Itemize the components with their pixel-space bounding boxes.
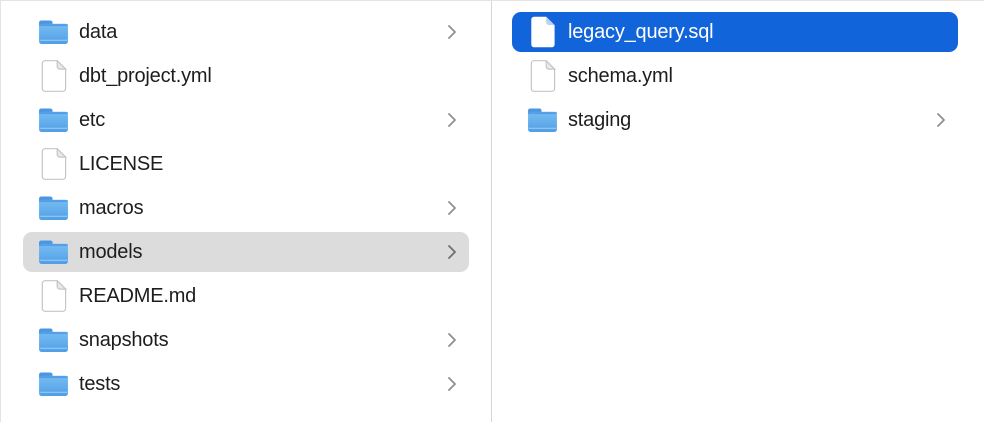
file-name: tests	[79, 372, 121, 395]
chevron-right-icon	[447, 112, 457, 128]
file-name: staging	[568, 108, 632, 131]
file-name: models	[79, 240, 143, 263]
document-icon	[526, 16, 558, 48]
folder-row-etc[interactable]: etc	[23, 100, 469, 140]
document-icon	[526, 60, 558, 92]
file-row-LICENSE[interactable]: LICENSE	[23, 144, 469, 184]
chevron-right-icon	[447, 200, 457, 216]
file-name: dbt_project.yml	[79, 64, 212, 87]
file-name: legacy_query.sql	[568, 20, 714, 43]
file-name: snapshots	[79, 328, 169, 351]
chevron-right-icon	[936, 112, 946, 128]
folder-row-models[interactable]: models	[23, 232, 469, 272]
file-name: schema.yml	[568, 64, 673, 87]
file-name: LICENSE	[79, 152, 164, 175]
file-name: README.md	[79, 284, 197, 307]
folder-icon	[37, 104, 69, 136]
file-name: etc	[79, 108, 106, 131]
file-row-README.md[interactable]: README.md	[23, 276, 469, 316]
document-icon	[37, 280, 69, 312]
folder-row-data[interactable]: data	[23, 12, 469, 52]
chevron-right-icon	[447, 332, 457, 348]
file-name: data	[79, 20, 118, 43]
folder-row-staging[interactable]: staging	[512, 100, 958, 140]
file-row-legacy_query.sql[interactable]: legacy_query.sql	[512, 12, 958, 52]
column-parent-folder: data dbt_project.yml	[1, 1, 492, 422]
chevron-right-icon	[447, 376, 457, 392]
folder-row-tests[interactable]: tests	[23, 364, 469, 404]
file-row-schema.yml[interactable]: schema.yml	[512, 56, 958, 96]
folder-icon	[37, 192, 69, 224]
folder-icon	[37, 368, 69, 400]
folder-icon	[526, 104, 558, 136]
document-icon	[37, 148, 69, 180]
file-row-dbt_project.yml[interactable]: dbt_project.yml	[23, 56, 469, 96]
file-name: macros	[79, 196, 144, 219]
folder-icon	[37, 324, 69, 356]
document-icon	[37, 60, 69, 92]
folder-row-macros[interactable]: macros	[23, 188, 469, 228]
folder-icon	[37, 236, 69, 268]
column-models-contents: legacy_query.sql schema.yml	[492, 1, 984, 422]
chevron-right-icon	[447, 244, 457, 260]
folder-icon	[37, 16, 69, 48]
folder-row-snapshots[interactable]: snapshots	[23, 320, 469, 360]
chevron-right-icon	[447, 24, 457, 40]
